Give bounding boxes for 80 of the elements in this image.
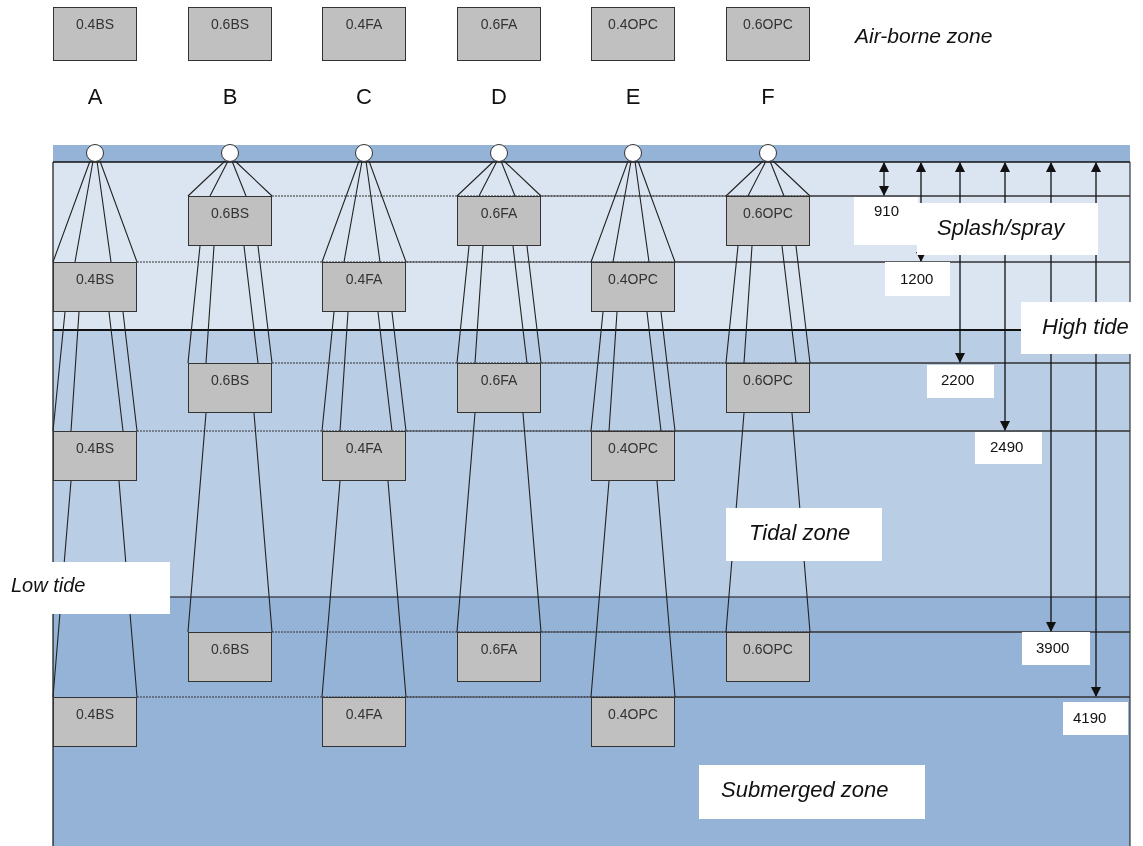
specimen-box [591, 431, 675, 481]
specimen-label: 0.6BS [210, 16, 250, 32]
specimen-box [53, 7, 137, 61]
column-letter: E [625, 84, 641, 110]
specimen-box [726, 7, 810, 61]
dimension-value: 2200 [927, 365, 994, 398]
specimen-label: 0.6BS [210, 372, 250, 388]
suspension-line [590, 160, 676, 263]
suspension-line [52, 160, 138, 263]
specimen-box [591, 262, 675, 312]
specimen-label: 0.6BS [210, 641, 250, 657]
specimen-label: 0.6BS [210, 205, 250, 221]
zone-label: Splash/spray [917, 203, 1098, 255]
specimen-label: 0.4FA [345, 706, 383, 722]
suspension-line [456, 412, 542, 633]
specimen-label: 0.4FA [345, 16, 383, 32]
dimension-value: 2490 [975, 432, 1042, 464]
specimen-box [53, 262, 137, 312]
zone-label: Submerged zone [699, 765, 925, 819]
column-letter: A [87, 84, 103, 110]
specimen-box [322, 7, 406, 61]
suspension-line [187, 412, 273, 633]
suspension-line [187, 245, 273, 364]
specimen-box [188, 632, 272, 682]
specimen-box [457, 632, 541, 682]
suspension-line [590, 311, 676, 432]
suspension-line [321, 480, 407, 698]
suspension-line [187, 160, 273, 197]
zone-label: Air-borne zone [855, 24, 993, 48]
specimen-label: 0.4BS [75, 16, 115, 32]
column-letter: B [222, 84, 238, 110]
specimen-box [457, 363, 541, 413]
specimen-label: 0.6OPC [743, 205, 793, 221]
specimen-box [188, 196, 272, 246]
specimen-box [457, 7, 541, 61]
suspension-line [456, 160, 542, 197]
specimen-label: 0.4BS [75, 706, 115, 722]
specimen-label: 0.4OPC [608, 271, 658, 287]
specimen-box [322, 697, 406, 747]
specimen-label: 0.6FA [480, 641, 518, 657]
specimen-box [322, 431, 406, 481]
specimen-label: 0.6OPC [743, 641, 793, 657]
specimen-box [188, 7, 272, 61]
specimen-label: 0.4OPC [608, 440, 658, 456]
suspension-line [725, 160, 811, 197]
suspension-line [456, 245, 542, 364]
suspension-line [725, 245, 811, 364]
specimen-box [726, 363, 810, 413]
specimen-box [591, 697, 675, 747]
specimen-box [591, 7, 675, 61]
column-letter: F [761, 84, 775, 110]
specimen-label: 0.4FA [345, 271, 383, 287]
zone-label: Tidal zone [726, 508, 882, 561]
column-letter: D [491, 84, 507, 110]
specimen-box [53, 431, 137, 481]
specimen-label: 0.6FA [480, 16, 518, 32]
suspension-line [321, 311, 407, 432]
specimen-box [322, 262, 406, 312]
specimen-box [726, 196, 810, 246]
specimen-box [457, 196, 541, 246]
specimen-label: 0.6OPC [743, 372, 793, 388]
suspension-line [590, 480, 676, 698]
column-letter: C [356, 84, 372, 110]
specimen-box [188, 363, 272, 413]
specimen-box [726, 632, 810, 682]
dimension-value: 1200 [885, 262, 950, 296]
specimen-label: 0.4OPC [608, 706, 658, 722]
dimension-value: 910 [854, 197, 918, 245]
dimension-value: 3900 [1022, 632, 1090, 665]
specimen-label: 0.4BS [75, 440, 115, 456]
suspension-line [321, 160, 407, 263]
specimen-label: 0.4FA [345, 440, 383, 456]
dimension-value: 4190 [1063, 702, 1128, 735]
specimen-label: 0.4OPC [608, 16, 658, 32]
suspension-line [52, 311, 138, 432]
specimen-label: 0.6FA [480, 205, 518, 221]
specimen-label: 0.6FA [480, 372, 518, 388]
specimen-box [53, 697, 137, 747]
specimen-label: 0.6OPC [743, 16, 793, 32]
specimen-label: 0.4BS [75, 271, 115, 287]
